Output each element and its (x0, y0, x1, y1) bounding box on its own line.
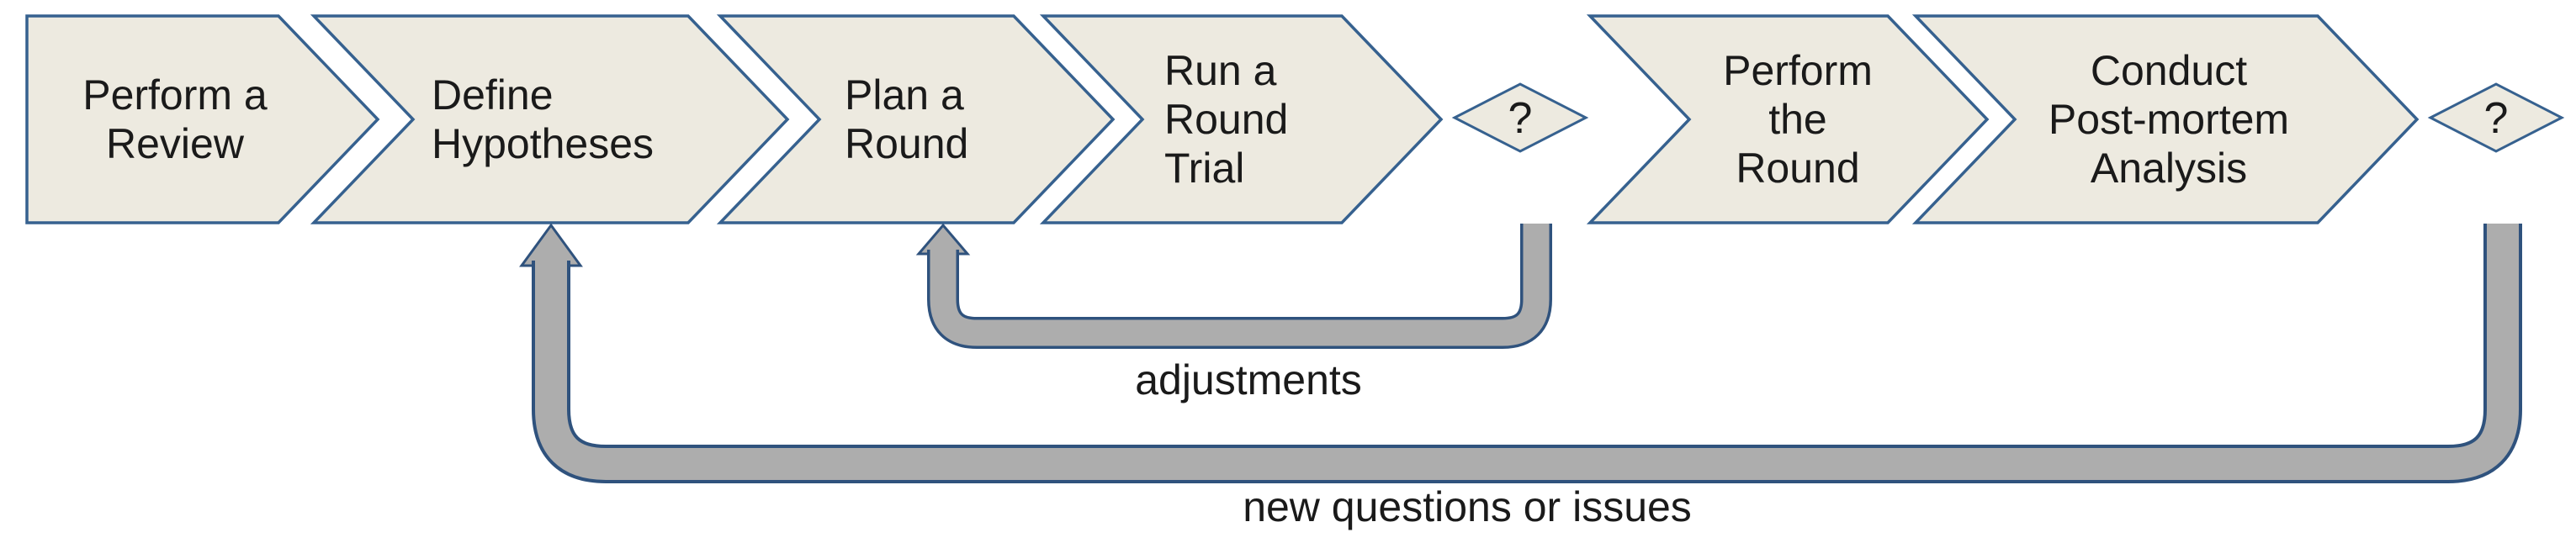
loop-label-adjustments: adjustments (1135, 356, 1362, 403)
feedback-arrow-adjustments (915, 223, 1552, 349)
decision-diamond-2 (2427, 82, 2565, 153)
decision-label-2: ? (2483, 94, 2509, 143)
step-label-perform-a-review: Perform a Review (82, 71, 268, 167)
loop-label-new-questions-or-issues: new questions or issues (1243, 483, 1692, 530)
loop-band-outline (927, 224, 1552, 349)
loop-band (930, 224, 1550, 346)
step-label-perform-the-round: Perform the Round (1723, 47, 1873, 192)
chevron-run-a-round-trial (1039, 14, 1444, 224)
feedback-arrow-new-questions (519, 223, 2522, 483)
chevron-define-hypotheses (310, 14, 790, 224)
decision-label-1: ? (1508, 94, 1533, 143)
decision-diamond-1 (1451, 82, 1589, 153)
arrowhead-up-icon (519, 223, 583, 267)
chevron-plan-a-round (716, 14, 1116, 224)
step-label-plan-a-round: Plan a Round (845, 71, 969, 167)
chevron-perform-the-round (1586, 14, 1990, 224)
chevron-conduct-post-mortem-analysis (1911, 14, 2420, 224)
loop-band (535, 224, 2519, 480)
step-label-define-hypotheses: Define Hypotheses (432, 71, 655, 167)
chevron-perform-a-review (25, 14, 380, 224)
step-label-conduct-post-mortem-analysis: Conduct Post-mortem Analysis (2048, 47, 2290, 192)
step-label-run-a-round-trial: Run a Round Trial (1164, 47, 1289, 192)
arrowhead-up-icon (915, 223, 971, 256)
